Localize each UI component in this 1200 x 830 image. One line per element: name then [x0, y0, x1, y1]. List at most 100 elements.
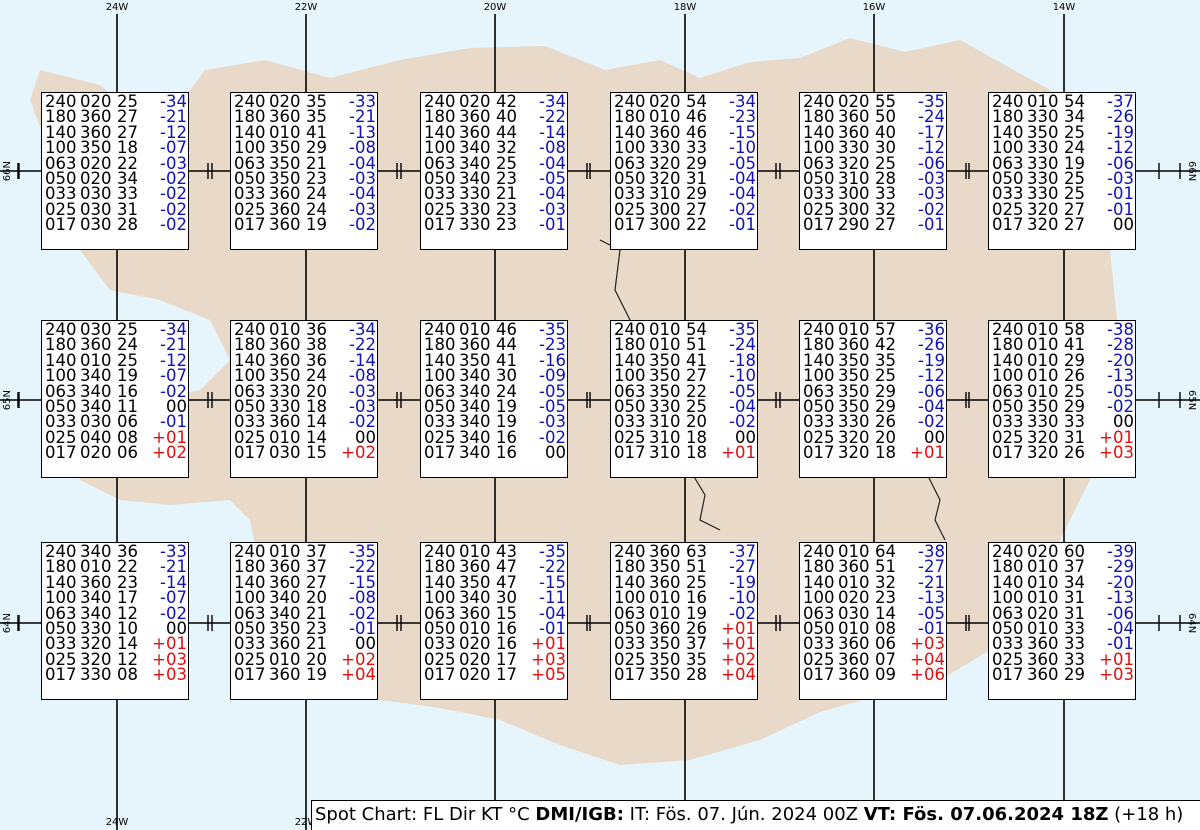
flight-level: 033 — [614, 184, 646, 204]
wind-direction: 360 — [838, 634, 870, 654]
flight-level: 140 — [45, 572, 77, 592]
flight-level: 140 — [614, 122, 646, 142]
wind-speed: 20 — [306, 381, 327, 401]
wind-speed: 19 — [306, 215, 327, 235]
wind-direction: 290 — [838, 215, 870, 235]
wind-direction: 020 — [459, 649, 491, 669]
flight-level: 240 — [45, 92, 77, 111]
wind-direction: 030 — [80, 199, 112, 219]
wind-speed: 36 — [117, 542, 138, 561]
wind-speed: 55 — [875, 92, 896, 111]
temperature: -26 — [918, 335, 945, 355]
flight-level: 140 — [992, 122, 1024, 142]
temperature: -03 — [918, 169, 945, 189]
flight-level: 180 — [614, 335, 646, 355]
flight-level: 063 — [45, 153, 77, 173]
temperature: -04 — [349, 184, 376, 204]
flight-level: 033 — [803, 634, 835, 654]
wind-direction: 010 — [1027, 92, 1059, 111]
wind-direction: 010 — [1027, 557, 1059, 577]
flight-level: 140 — [424, 350, 456, 370]
temperature: -15 — [539, 572, 566, 592]
flight-level: 140 — [614, 350, 646, 370]
wind-direction: 340 — [80, 603, 112, 623]
wind-direction: 360 — [838, 557, 870, 577]
wind-speed: 28 — [117, 215, 138, 235]
temperature: +01 — [1099, 427, 1134, 447]
flight-level: 017 — [614, 443, 646, 463]
wind-speed: 21 — [306, 634, 327, 654]
wind-speed: 35 — [875, 350, 896, 370]
wind-speed: 31 — [1064, 603, 1085, 623]
flight-level: 050 — [803, 169, 835, 189]
flight-level: 050 — [992, 397, 1024, 417]
temperature: -10 — [729, 366, 756, 386]
wind-direction: 010 — [649, 588, 681, 608]
wind-direction: 340 — [80, 397, 112, 417]
wind-direction: 360 — [80, 572, 112, 592]
temperature: -02 — [349, 603, 376, 623]
wind-direction: 340 — [459, 588, 491, 608]
wind-speed: 22 — [686, 215, 707, 235]
temperature: -34 — [729, 92, 756, 111]
flight-level: 033 — [992, 634, 1024, 654]
flight-level: 100 — [45, 366, 77, 386]
wind-speed: 34 — [1064, 572, 1085, 592]
wind-direction: 360 — [459, 557, 491, 577]
wind-speed: 41 — [496, 350, 517, 370]
temperature: -04 — [729, 184, 756, 204]
flight-level: 140 — [992, 572, 1024, 592]
wind-speed: 50 — [875, 107, 896, 127]
wind-speed: 64 — [875, 542, 896, 561]
wind-speed: 14 — [306, 412, 327, 432]
flight-level: 025 — [424, 427, 456, 447]
chart-caption: Spot Chart: FL Dir KT °C DMI/IGB: IT: Fö… — [311, 800, 1200, 830]
flight-level: 017 — [992, 665, 1024, 685]
temperature: -02 — [160, 169, 187, 189]
temperature: -05 — [539, 397, 566, 417]
flight-level: 025 — [803, 199, 835, 219]
flight-level: 050 — [424, 619, 456, 639]
latitude-label-right: 65N — [1186, 390, 1197, 411]
wind-direction: 340 — [459, 427, 491, 447]
wind-speed: 51 — [686, 557, 707, 577]
flight-level: 063 — [803, 153, 835, 173]
temperature: -11 — [539, 588, 566, 608]
flight-level: 100 — [614, 366, 646, 386]
flight-level: 240 — [803, 92, 835, 111]
wind-direction: 360 — [269, 335, 301, 355]
flight-level: 017 — [234, 665, 266, 685]
wind-speed: 25 — [117, 92, 138, 111]
wind-direction: 360 — [269, 634, 301, 654]
wind-direction: 350 — [838, 350, 870, 370]
wind-direction: 360 — [649, 542, 681, 561]
wind-direction: 360 — [838, 665, 870, 685]
